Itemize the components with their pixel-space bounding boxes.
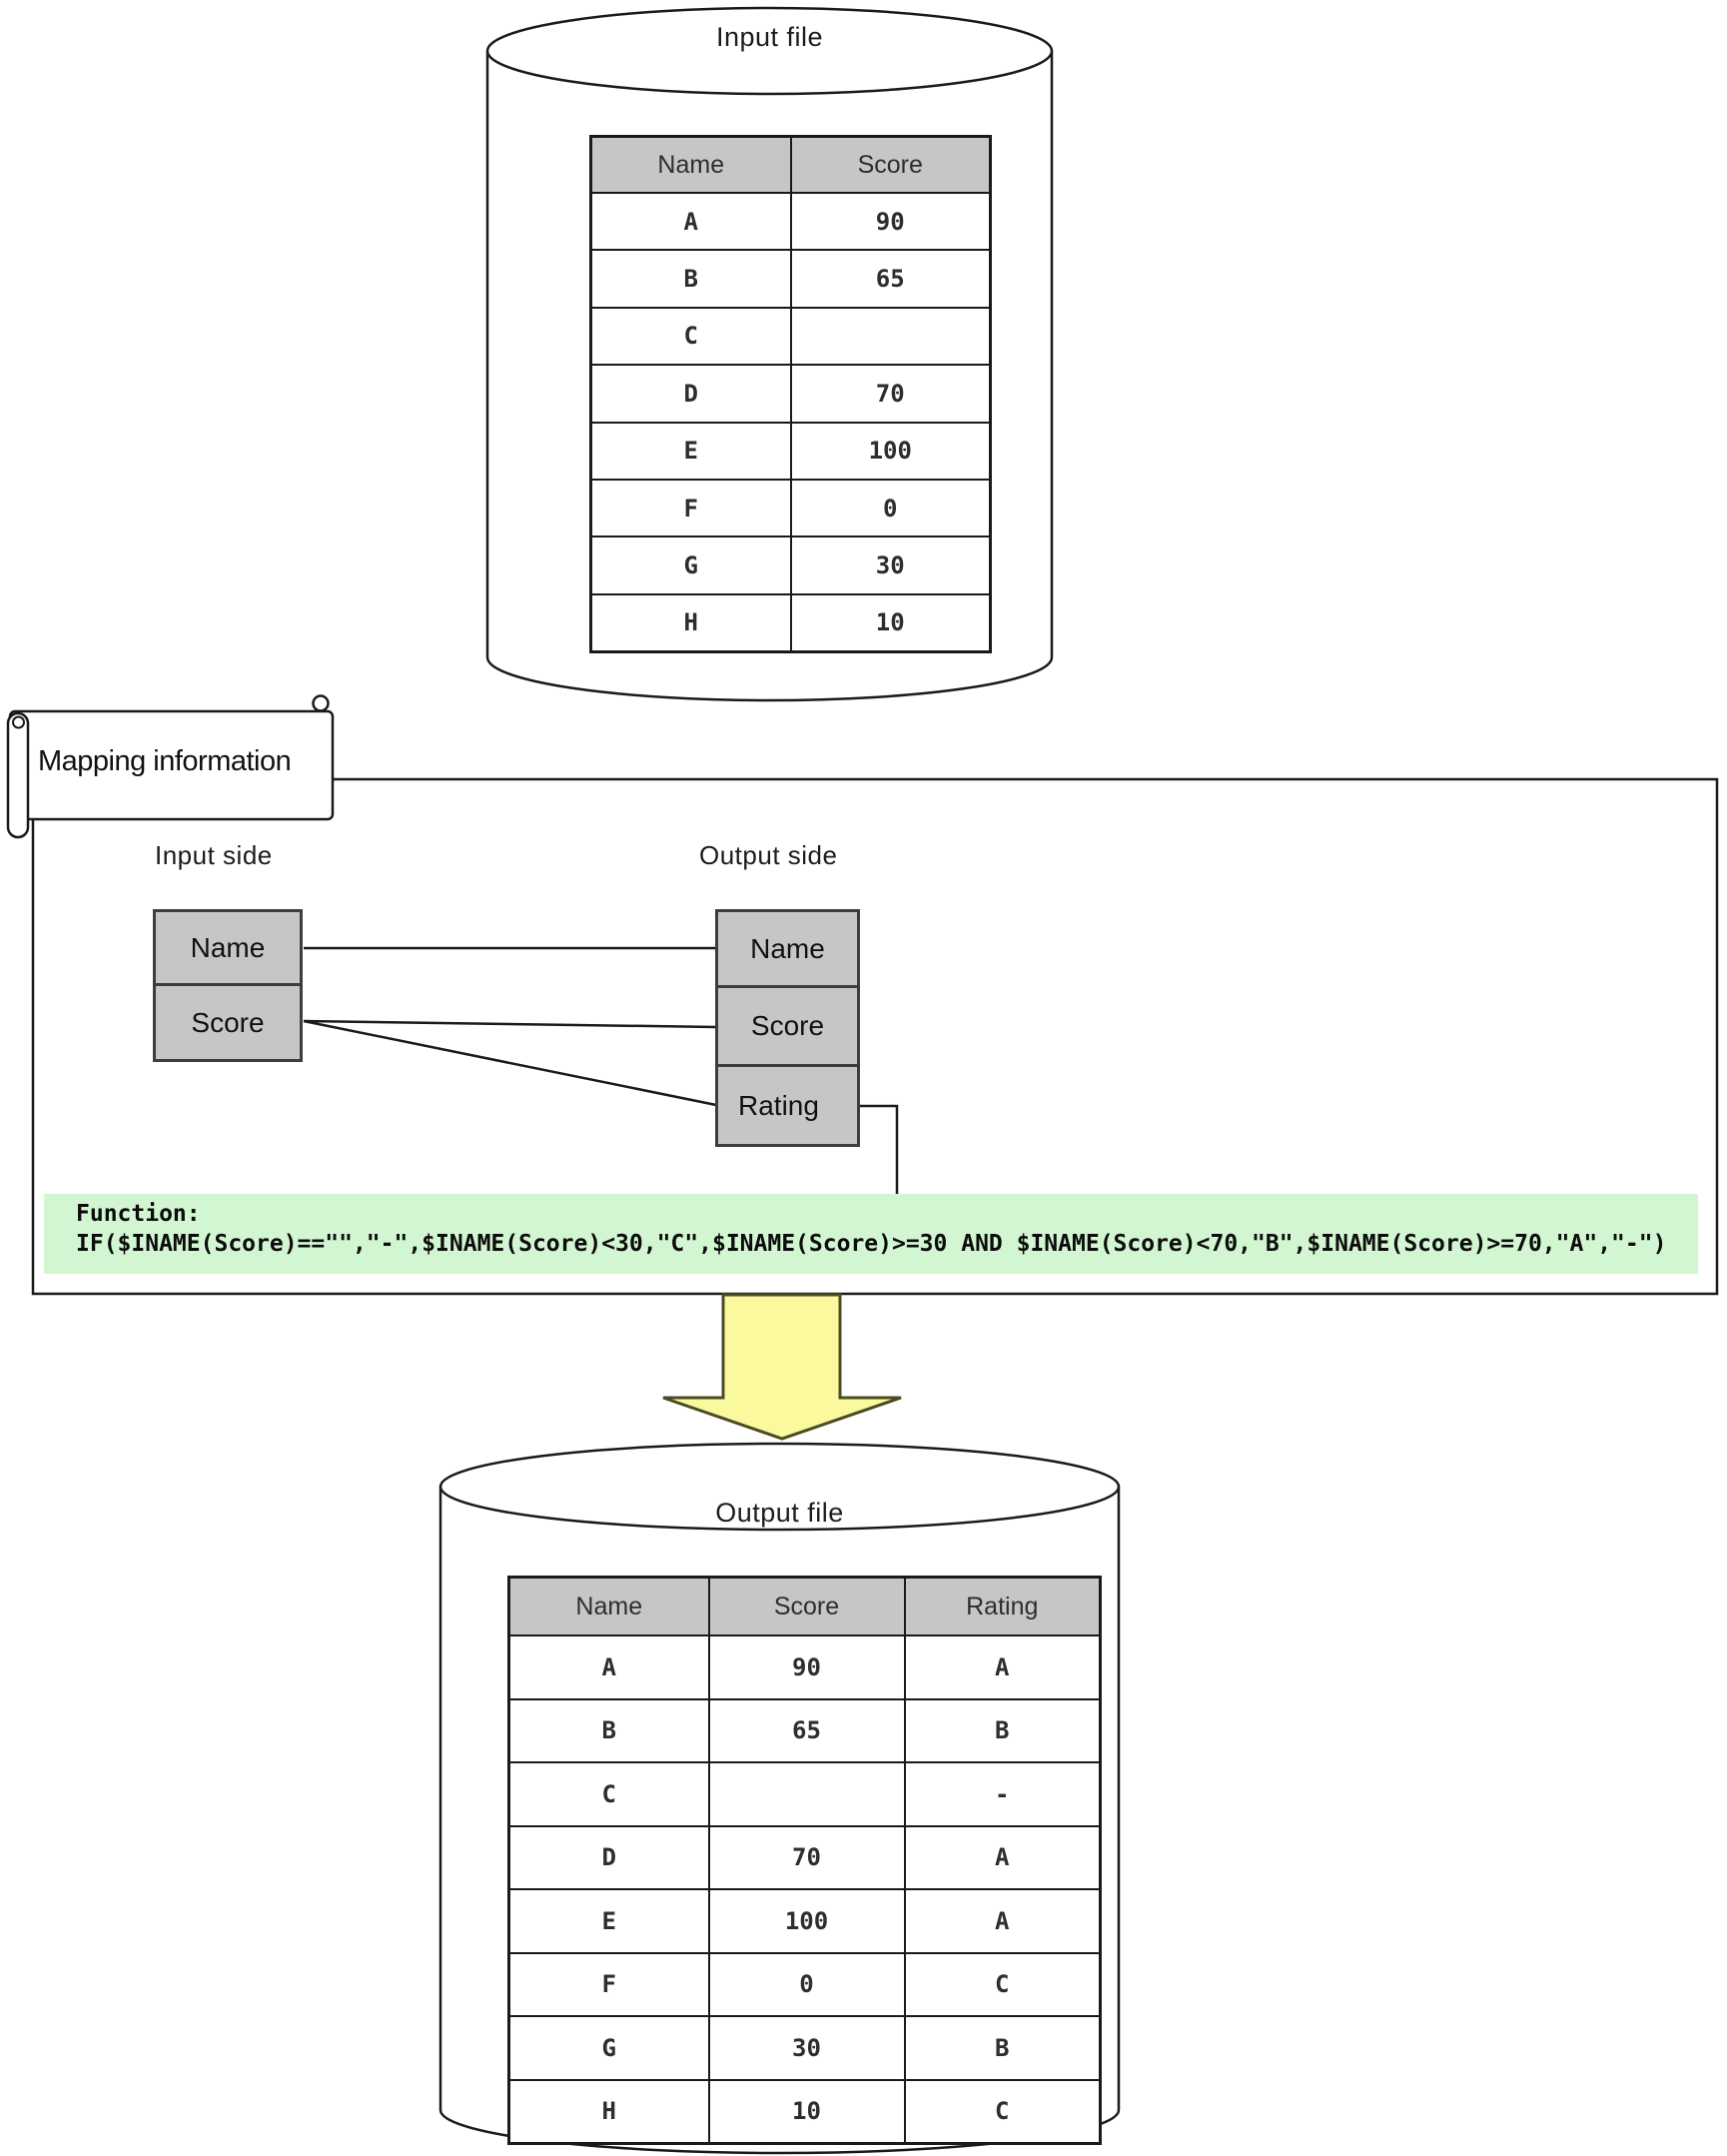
table-cell: [789, 306, 992, 367]
table-cell: G: [507, 2015, 710, 2081]
table-row: C-: [507, 1761, 1102, 1827]
map-line-score-to-score: [303, 1019, 717, 1029]
table-cell: 70: [707, 1824, 906, 1890]
table-cell: G: [589, 536, 792, 595]
input-col-header-score: Score: [789, 135, 992, 194]
function-label: Function:: [76, 1201, 201, 1227]
table-cell: B: [507, 1697, 710, 1763]
table-cell: C: [903, 1951, 1102, 2017]
table-cell: H: [589, 592, 792, 653]
table-cell: C: [507, 1761, 710, 1827]
mapping-banner-scroll: [6, 694, 335, 839]
output-side-label: Output side: [699, 840, 838, 870]
table-cell: D: [507, 1824, 710, 1890]
input-side-label: Input side: [155, 840, 273, 870]
output-field-name: Name: [715, 909, 860, 988]
table-cell: B: [903, 1697, 1102, 1763]
table-cell: A: [589, 191, 792, 252]
table-cell: B: [589, 249, 792, 309]
table-cell: 65: [789, 249, 992, 309]
output-field-rating: Rating: [715, 1064, 860, 1147]
table-cell: F: [507, 1951, 710, 2017]
table-cell: 90: [789, 191, 992, 252]
function-box: Function: IF($INAME(Score)=="","-",$INAM…: [44, 1194, 1698, 1274]
table-cell: 30: [789, 536, 992, 595]
function-expression: IF($INAME(Score)=="","-",$INAME(Score)<3…: [76, 1231, 1667, 1257]
mapping-connection-lines: [303, 946, 717, 1107]
table-cell: 30: [707, 2015, 906, 2081]
table-cell: H: [507, 2078, 710, 2145]
mapping-banner-label: Mapping information: [38, 745, 292, 777]
table-header-row: Name Score: [589, 135, 992, 194]
output-col-header-rating: Rating: [903, 1576, 1102, 1636]
output-col-header-name: Name: [507, 1576, 710, 1636]
table-cell: 100: [707, 1888, 906, 1954]
table-cell: [707, 1761, 906, 1827]
table-cell: 10: [789, 592, 992, 653]
table-cell: A: [903, 1824, 1102, 1890]
table-row: C: [589, 306, 992, 367]
table-cell: E: [589, 421, 792, 481]
table-cell: -: [903, 1761, 1102, 1827]
table-cell: 0: [789, 478, 992, 539]
output-field-score: Score: [715, 985, 860, 1067]
table-header-row: Name Score Rating: [507, 1576, 1102, 1636]
input-field-score: Score: [153, 983, 303, 1062]
input-file-label: Input file: [715, 22, 824, 52]
table-cell: 0: [707, 1951, 906, 2017]
table-cell: 70: [789, 364, 992, 424]
table-cell: C: [589, 306, 792, 367]
table-cell: A: [507, 1634, 710, 1700]
table-cell: E: [507, 1888, 710, 1954]
table-cell: C: [903, 2078, 1102, 2145]
table-cell: 90: [707, 1634, 906, 1700]
input-col-header-name: Name: [589, 135, 792, 194]
table-cell: 100: [789, 421, 992, 481]
table-cell: B: [903, 2015, 1102, 2081]
map-line-score-to-rating: [303, 1019, 717, 1107]
table-cell: F: [589, 478, 792, 539]
table-cell: D: [589, 364, 792, 424]
output-file-label: Output file: [715, 1498, 844, 1528]
down-block-arrow: [662, 1293, 902, 1441]
table-cell: A: [903, 1888, 1102, 1954]
table-cell: 65: [707, 1697, 906, 1763]
table-cell: 10: [707, 2078, 906, 2145]
input-field-name: Name: [153, 909, 303, 986]
output-col-header-score: Score: [707, 1576, 906, 1636]
table-cell: A: [903, 1634, 1102, 1700]
